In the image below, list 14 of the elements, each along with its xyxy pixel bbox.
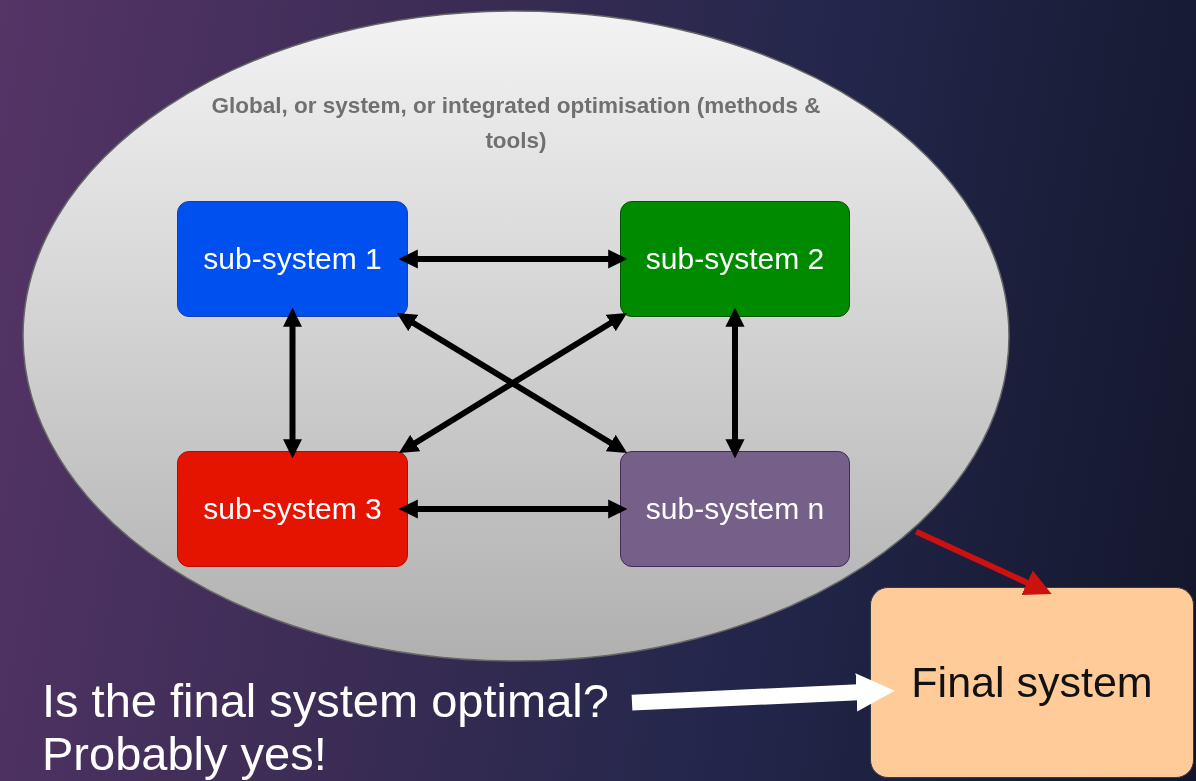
subsystem-box: sub-system 3 [177, 451, 408, 567]
arrow [631, 673, 895, 712]
arrow [282, 307, 303, 459]
arrow [914, 528, 1052, 595]
final-system-box: Final system [870, 587, 1194, 778]
subsystem-box: sub-system 2 [620, 201, 850, 317]
arrow [398, 499, 628, 519]
question-text: Probably yes! [42, 727, 327, 780]
question-text: Is the final system optimal? [42, 674, 609, 727]
subsystem-box: sub-system n [620, 451, 850, 567]
subsystem-box: sub-system 1 [177, 201, 408, 317]
ellipse-heading: Global, or system, or integrated optimisation (methods & tools) [210, 92, 822, 155]
arrow [725, 307, 745, 459]
arrow [398, 249, 628, 269]
